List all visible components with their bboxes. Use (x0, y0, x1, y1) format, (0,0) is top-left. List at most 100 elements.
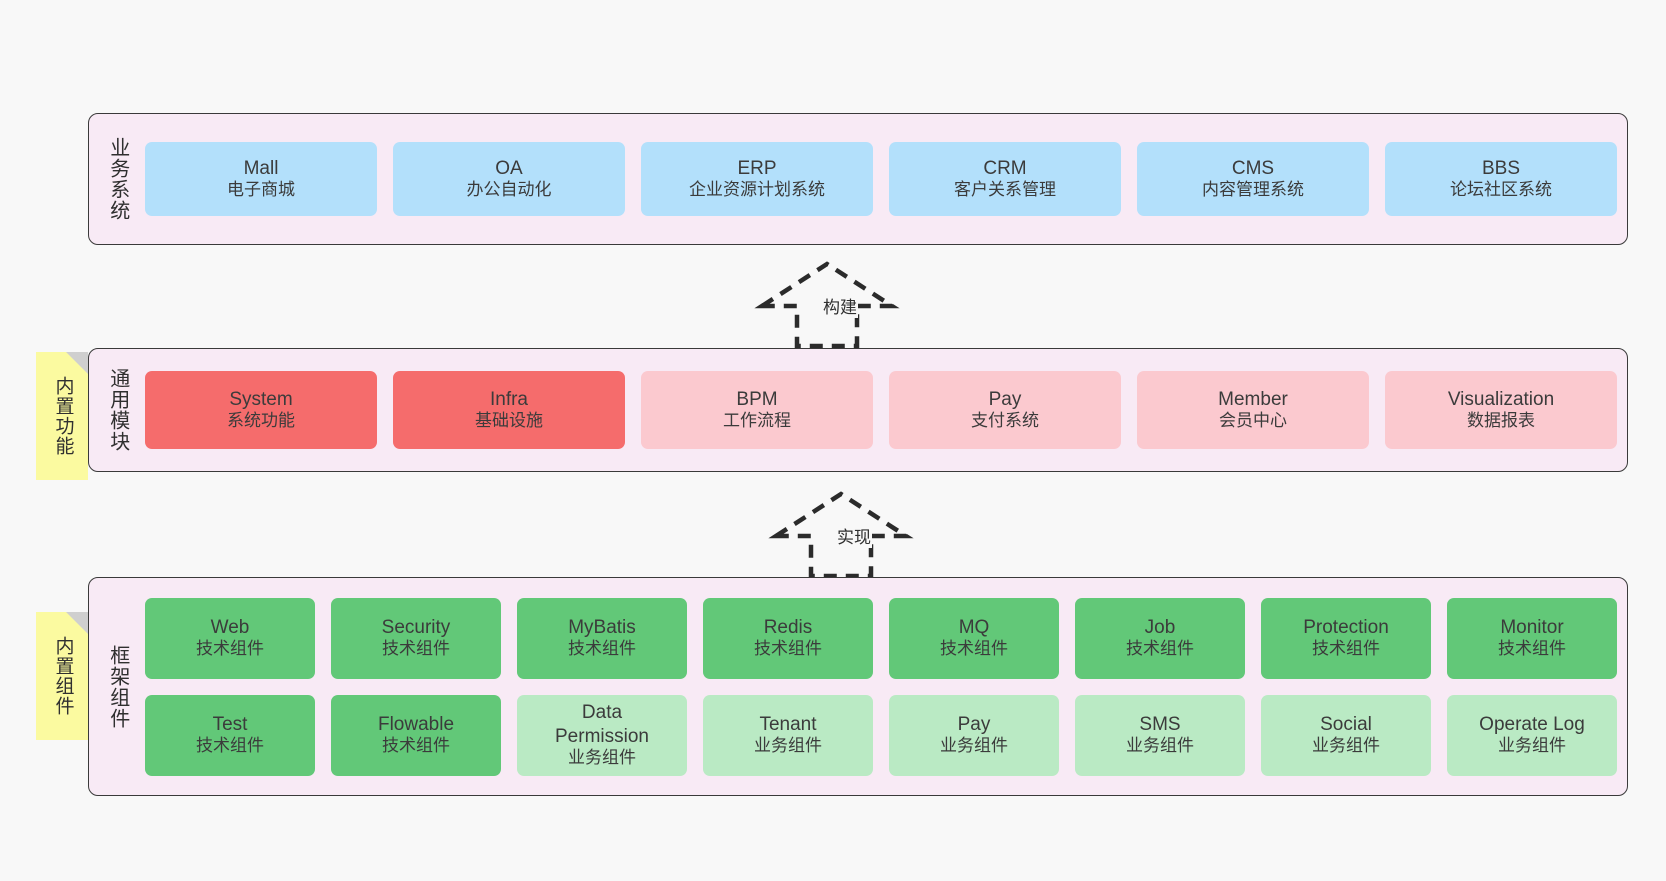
node-oa[interactable]: OA 办公自动化 (393, 142, 625, 216)
node-row: Web 技术组件 Security 技术组件 MyBatis 技术组件 Redi… (145, 597, 1617, 679)
node-title: Social (1320, 714, 1372, 736)
node-title: Protection (1303, 617, 1389, 639)
node-tenant[interactable]: Tenant 业务组件 (703, 694, 873, 776)
node-row: Test 技术组件 Flowable 技术组件 Data Permission … (145, 694, 1617, 776)
sticky-fold-corner (66, 352, 88, 374)
node-operate-log[interactable]: Operate Log 业务组件 (1447, 694, 1617, 776)
layer-body-common-module: System 系统功能 Infra 基础设施 BPM 工作流程 Pay 支付系统… (145, 349, 1627, 471)
node-subtitle: 工作流程 (723, 411, 791, 431)
node-test[interactable]: Test 技术组件 (145, 694, 315, 776)
node-title: CMS (1231, 158, 1275, 180)
node-social[interactable]: Social 业务组件 (1261, 694, 1431, 776)
node-title: Member (1218, 389, 1288, 411)
node-flowable[interactable]: Flowable 技术组件 (331, 694, 501, 776)
node-system[interactable]: System 系统功能 (145, 371, 377, 449)
layer-common-module: 通用模块 System 系统功能 Infra 基础设施 BPM 工作流程 Pay… (88, 348, 1628, 472)
sticky-fold-corner (66, 612, 88, 634)
node-monitor[interactable]: Monitor 技术组件 (1447, 597, 1617, 679)
node-visualization[interactable]: Visualization 数据报表 (1385, 371, 1617, 449)
node-title: Pay (957, 714, 991, 736)
node-subtitle: 内容管理系统 (1202, 180, 1304, 200)
node-title: Job (1144, 617, 1176, 639)
node-mybatis[interactable]: MyBatis 技术组件 (517, 597, 687, 679)
layer-caption-common-module: 通用模块 (106, 368, 129, 452)
node-title: ERP (737, 158, 777, 180)
implement-arrow-icon (768, 491, 914, 579)
node-member[interactable]: Member 会员中心 (1137, 371, 1369, 449)
node-title: Data Permission (555, 702, 649, 747)
layer-body-framework-component: Web 技术组件 Security 技术组件 MyBatis 技术组件 Redi… (145, 578, 1627, 795)
node-subtitle: 技术组件 (940, 639, 1008, 659)
node-title: Tenant (759, 714, 817, 736)
node-subtitle: 企业资源计划系统 (689, 180, 825, 200)
node-protection[interactable]: Protection 技术组件 (1261, 597, 1431, 679)
node-infra[interactable]: Infra 基础设施 (393, 371, 625, 449)
node-subtitle: 基础设施 (475, 411, 543, 431)
node-cms[interactable]: CMS 内容管理系统 (1137, 142, 1369, 216)
node-title: Visualization (1447, 389, 1555, 411)
node-subtitle: 业务组件 (1126, 736, 1194, 756)
layer-framework-component: 框架组件 Web 技术组件 Security 技术组件 MyBatis 技术组件… (88, 577, 1628, 796)
build-arrow-icon (754, 261, 900, 349)
node-title: SMS (1139, 714, 1181, 736)
node-subtitle: 技术组件 (196, 736, 264, 756)
connector-implement-label: 实现 (836, 523, 872, 548)
node-security[interactable]: Security 技术组件 (331, 597, 501, 679)
node-sms[interactable]: SMS 业务组件 (1075, 694, 1245, 776)
sticky-note-label: 内置组件 (52, 636, 74, 716)
node-mall[interactable]: Mall 电子商城 (145, 142, 377, 216)
node-crm[interactable]: CRM 客户关系管理 (889, 142, 1121, 216)
node-row: Mall 电子商城 OA 办公自动化 ERP 企业资源计划系统 CRM 客户关系… (145, 142, 1617, 216)
node-redis[interactable]: Redis 技术组件 (703, 597, 873, 679)
node-bbs[interactable]: BBS 论坛社区系统 (1385, 142, 1617, 216)
node-title: OA (495, 158, 523, 180)
node-title: Redis (763, 617, 813, 639)
node-subtitle: 技术组件 (382, 639, 450, 659)
node-title: Flowable (377, 714, 455, 736)
node-title: Monitor (1500, 617, 1564, 639)
node-subtitle: 系统功能 (227, 411, 295, 431)
layer-caption-business-system: 业务系统 (106, 137, 129, 221)
node-erp[interactable]: ERP 企业资源计划系统 (641, 142, 873, 216)
sticky-note-builtin-component: 内置组件 (36, 612, 88, 740)
node-job[interactable]: Job 技术组件 (1075, 597, 1245, 679)
node-subtitle: 技术组件 (1126, 639, 1194, 659)
node-title: BPM (736, 389, 778, 411)
node-subtitle: 数据报表 (1467, 411, 1535, 431)
node-web[interactable]: Web 技术组件 (145, 597, 315, 679)
node-pay-component[interactable]: Pay 业务组件 (889, 694, 1059, 776)
node-title: Operate Log (1479, 714, 1585, 736)
node-title: System (229, 389, 293, 411)
node-data-permission[interactable]: Data Permission 业务组件 (517, 694, 687, 776)
node-title: Pay (988, 389, 1022, 411)
node-subtitle: 技术组件 (1498, 639, 1566, 659)
node-subtitle: 技术组件 (1312, 639, 1380, 659)
node-subtitle: 业务组件 (1498, 736, 1566, 756)
node-mq[interactable]: MQ 技术组件 (889, 597, 1059, 679)
node-title: Mall (243, 158, 279, 180)
node-title: Infra (489, 389, 529, 411)
node-subtitle: 业务组件 (754, 736, 822, 756)
connector-implement: 实现 (766, 488, 916, 580)
layer-body-business-system: Mall 电子商城 OA 办公自动化 ERP 企业资源计划系统 CRM 客户关系… (145, 114, 1627, 244)
node-subtitle: 技术组件 (568, 639, 636, 659)
node-title: Test (212, 714, 248, 736)
node-title: BBS (1481, 158, 1521, 180)
node-subtitle: 支付系统 (971, 411, 1039, 431)
node-subtitle: 业务组件 (568, 747, 636, 767)
layer-business-system: 业务系统 Mall 电子商城 OA 办公自动化 ERP 企业资源计划系统 CRM… (88, 113, 1628, 245)
node-title: Security (381, 617, 451, 639)
node-pay-module[interactable]: Pay 支付系统 (889, 371, 1121, 449)
node-subtitle: 技术组件 (754, 639, 822, 659)
connector-build-label: 构建 (822, 293, 858, 318)
sticky-note-builtin-function: 内置功能 (36, 352, 88, 480)
node-title: MyBatis (568, 617, 636, 639)
layer-caption-framework-component: 框架组件 (106, 644, 129, 729)
node-title: CRM (983, 158, 1027, 180)
node-subtitle: 客户关系管理 (954, 180, 1056, 200)
node-subtitle: 办公自动化 (466, 180, 552, 200)
node-bpm[interactable]: BPM 工作流程 (641, 371, 873, 449)
connector-build: 构建 (752, 258, 902, 350)
node-title: Web (210, 617, 250, 639)
